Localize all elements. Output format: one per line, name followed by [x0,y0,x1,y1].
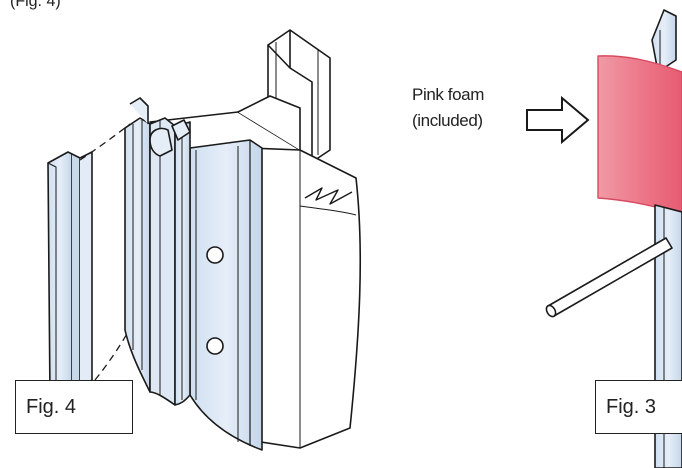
mounting-hole-lower [206,337,224,355]
detached-cap [47,151,93,399]
mounting-hole-upper [206,246,224,264]
pink-foam-callout: Pink foam (included) [412,82,484,134]
profile-strips [124,97,191,406]
figure-label-left-text: Fig. 4 [26,395,77,418]
guide-line-bottom [94,331,129,381]
guide-line-top [79,123,131,161]
top-text-fragment: (Fig. 4) [10,0,61,10]
fig3-profile-top [651,9,677,73]
figure-label-left: Fig. 4 [15,380,133,434]
fig4-illustration [47,29,362,451]
door-leaf [247,147,362,449]
main-profile [189,139,263,451]
pink-foam-sheet [597,55,682,215]
figure-label-right: Fig. 3 [595,380,682,434]
insertion-rod [545,237,673,318]
figure-label-right-text: Fig. 3 [606,395,657,418]
callout-arrow [526,95,590,145]
callout-line-1: Pink foam [412,85,484,104]
callout-line-2: (included) [412,111,483,130]
